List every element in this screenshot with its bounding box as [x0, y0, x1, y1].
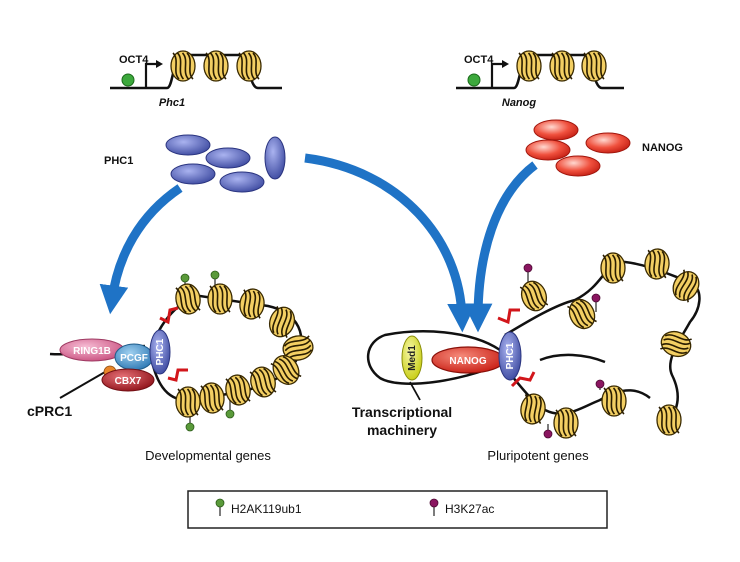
nucleosome — [516, 50, 542, 82]
phc1-oval — [264, 136, 286, 180]
h2ak119ub1-legend-icon — [215, 498, 225, 508]
oct4-binding-dot — [467, 73, 481, 87]
nanog-cluster-label: NANOG — [642, 142, 683, 154]
legend-label-h2ak119ub1: H2AK119ub1 — [231, 502, 302, 516]
nanog-protein-cluster: NANOG — [525, 119, 683, 177]
h3k27ac-mark — [595, 379, 605, 389]
h2ak119ub1-mark — [225, 409, 235, 419]
phc1-oval — [165, 134, 211, 156]
nucleosome — [170, 50, 196, 82]
h2ak119ub1-mark — [210, 270, 220, 280]
nucleosome — [199, 382, 225, 414]
legend-box — [187, 490, 608, 529]
phc1-oval — [219, 171, 265, 193]
enhancer-loop-strand — [366, 330, 501, 385]
h3k27ac-marks — [523, 263, 605, 439]
nucleosome — [282, 335, 314, 361]
nanog-gene-label: Nanog — [502, 97, 537, 109]
h3k27ac-mark — [523, 263, 533, 273]
med1-subunit — [401, 335, 423, 381]
transcriptional-machinery-label-line1: Transcriptional — [352, 404, 452, 420]
nucleosome — [249, 366, 277, 398]
pluripotent-loop: Med1 NANOG PHC1 Transcriptional machiner… — [352, 260, 701, 463]
arrow-phc1-to-pluripotent — [304, 153, 477, 333]
nanog-oval — [525, 139, 571, 161]
phc1-subunit-label: PHC1 — [155, 338, 166, 365]
phc1-gene-label: Phc1 — [159, 97, 185, 109]
pluripotent-genes-caption: Pluripotent genes — [487, 448, 589, 463]
promoter-flag — [510, 371, 536, 388]
nucleosome — [175, 386, 201, 418]
h3k27ac-mark — [543, 429, 553, 439]
phc1-oval — [205, 147, 251, 169]
promoter-flag — [497, 308, 520, 325]
machinery-pointer-line — [409, 381, 421, 401]
legend-label-h3k27ac: H3K27ac — [445, 502, 494, 516]
nucleosome — [549, 50, 575, 82]
phc1-subunit-label: PHC1 — [505, 342, 516, 369]
cprc1-pointer-line — [59, 371, 106, 399]
nucleosome — [601, 385, 627, 417]
med1-label: Med1 — [407, 345, 418, 371]
phc1-tss-arrowhead — [156, 60, 163, 68]
oct4-binding-dot — [121, 73, 135, 87]
ring1b-label: RING1B — [73, 346, 111, 357]
nucleosome — [581, 50, 607, 82]
nucleosome — [567, 298, 597, 330]
nucleosome — [656, 404, 682, 436]
nucleosome — [553, 407, 579, 439]
nucleosome — [270, 355, 302, 385]
h2ak119ub1-mark — [180, 273, 190, 283]
cbx7-subunit — [101, 368, 155, 392]
nucleosome — [520, 393, 546, 425]
nucleosome — [239, 288, 265, 320]
transcriptional-machinery-label-line2: machinery — [367, 422, 437, 438]
phc1-subunit — [149, 329, 171, 375]
oct4-label: OCT4 — [464, 54, 494, 66]
oct4-label: OCT4 — [119, 54, 149, 66]
nanog-tss-arrow — [490, 62, 504, 88]
h3k27ac-mark — [591, 293, 601, 303]
cbx7-label: CBX7 — [115, 376, 142, 387]
cprc1-label: cPRC1 — [27, 403, 72, 419]
nucleosome — [519, 280, 549, 312]
nanog-oval — [555, 155, 601, 177]
nucleosome — [175, 283, 201, 315]
nucleosome — [236, 50, 262, 82]
nanog-label: NANOG — [449, 356, 486, 367]
nucleosome — [203, 50, 229, 82]
legend: H2AK119ub1 H3K27ac — [187, 490, 608, 529]
dna-tail-strand — [539, 353, 606, 364]
arrows — [99, 153, 538, 333]
nucleosome — [207, 283, 233, 315]
arrow-phc1-to-developmental — [99, 184, 183, 315]
nucleosome-layer — [170, 50, 700, 439]
nucleosome — [644, 248, 670, 280]
h3k27ac-legend-icon — [429, 498, 439, 508]
developmental-genes-caption: Developmental genes — [145, 448, 271, 463]
nucleosome — [225, 374, 251, 406]
nucleosome — [672, 269, 700, 303]
phc1-oval — [170, 163, 216, 185]
nanog-oval — [585, 132, 631, 154]
h2ak119ub1-mark — [185, 422, 195, 432]
promoter-flag — [167, 368, 188, 382]
nanog-oval — [533, 119, 579, 141]
arrow-nanog-to-pluripotent — [463, 161, 538, 333]
pcgf-label: PCGF — [120, 353, 148, 364]
nanog-tss-arrowhead — [502, 60, 509, 68]
phc1-tss-arrow — [144, 62, 158, 88]
phc1-protein-cluster: PHC1 — [104, 134, 286, 193]
nucleosome — [600, 252, 626, 284]
nucleosome — [660, 330, 692, 358]
nucleosome — [268, 306, 296, 338]
phc1-subunit — [498, 331, 522, 381]
promoter-flag — [159, 306, 179, 325]
phc1-cluster-label: PHC1 — [104, 155, 133, 167]
